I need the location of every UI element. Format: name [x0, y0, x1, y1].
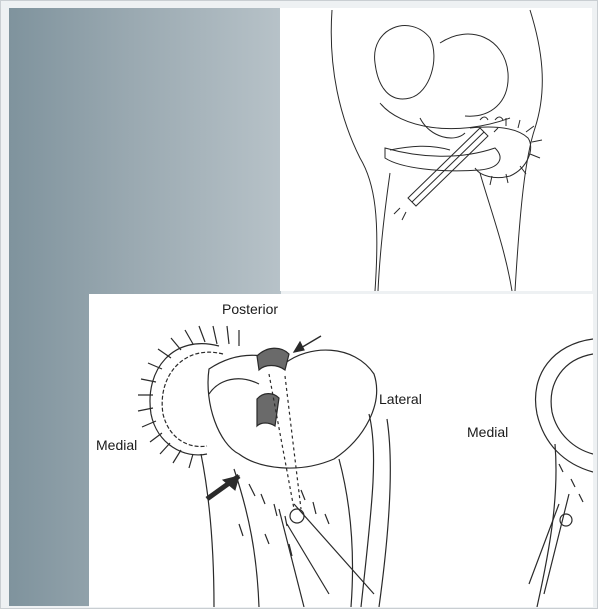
label-posterior: Posterior — [222, 301, 278, 317]
knee-anterior-illustration — [280, 8, 592, 291]
tibial-plateau-illustration — [89, 294, 593, 607]
tibial-plateau-drawing — [89, 294, 593, 607]
knee-anterior-drawing — [280, 8, 592, 291]
label-medial-right: Medial — [467, 424, 508, 440]
label-medial-left: Medial — [96, 437, 137, 453]
label-lateral: Lateral — [379, 391, 422, 407]
